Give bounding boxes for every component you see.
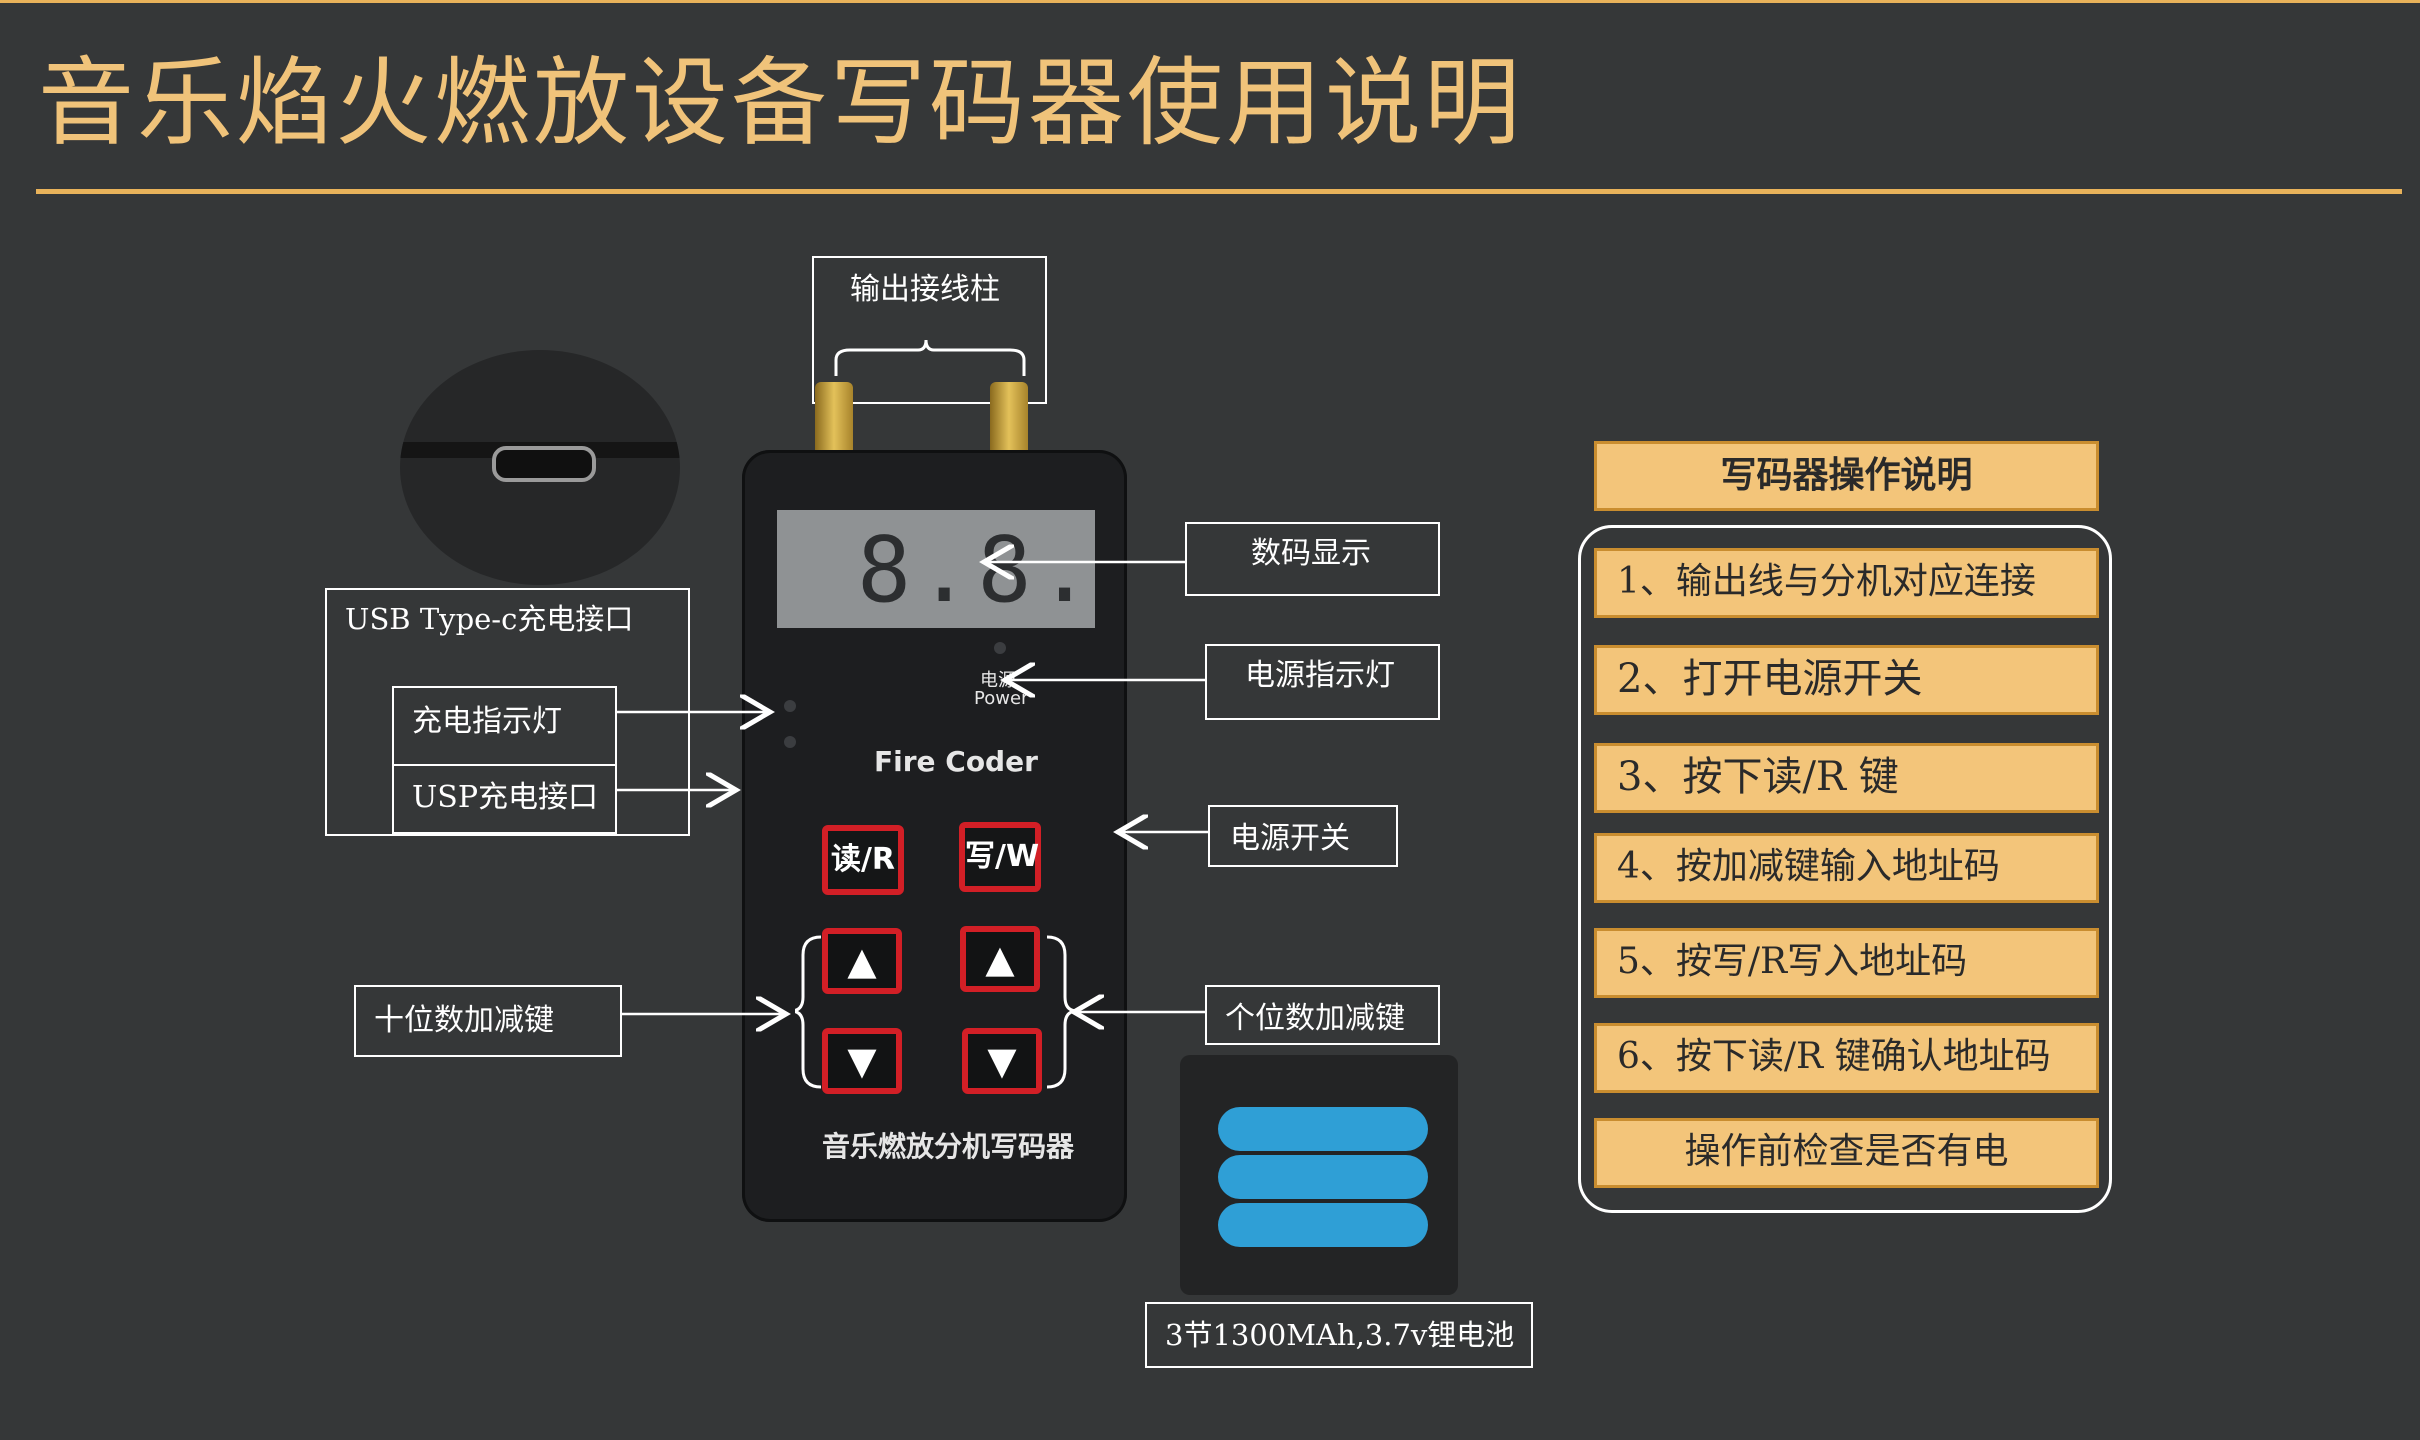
instructions-heading: 写码器操作说明 — [1594, 441, 2099, 511]
charge-indicator-label: 充电指示灯 — [412, 704, 562, 739]
output-terminals-label: 输出接线柱 — [850, 272, 1000, 307]
instruction-step-1: 1、输出线与分机对应连接 — [1594, 548, 2099, 618]
battery-cell-3 — [1218, 1203, 1428, 1247]
digital-display-callout: 数码显示 — [1185, 522, 1440, 596]
display-digits: 8.8. — [857, 518, 1098, 623]
tens-keys-label: 十位数加减键 — [374, 1003, 554, 1038]
battery-cell-2 — [1218, 1155, 1428, 1199]
coder-device: 8.8. 电源 Power Fire Coder 读/R 写/W ▲ ▲ ▼ ▼… — [742, 450, 1127, 1222]
usb-c-port-icon — [492, 446, 596, 482]
battery-label: 3节1300MAh,3.7v锂电池 — [1165, 1318, 1515, 1352]
ones-up-button[interactable]: ▲ — [960, 926, 1040, 992]
battery-callout: 3节1300MAh,3.7v锂电池 — [1145, 1302, 1533, 1368]
instructions-panel — [1578, 525, 2112, 1213]
usp-charge-label: USP充电接口 — [412, 780, 599, 815]
write-button[interactable]: 写/W — [959, 822, 1041, 892]
ones-keys-label: 个位数加减键 — [1225, 1001, 1405, 1036]
device-name-plate: 音乐燃放分机写码器 — [822, 1130, 1075, 1163]
output-terminals-callout: 输出接线柱 — [812, 256, 1047, 404]
battery-pack — [1180, 1055, 1458, 1295]
instruction-step-6: 6、按下读/R 键确认地址码 — [1594, 1023, 2099, 1093]
title-underline — [36, 189, 2402, 194]
instruction-note: 操作前检查是否有电 — [1594, 1118, 2099, 1188]
digital-display: 8.8. — [777, 510, 1095, 628]
tens-keys-callout: 十位数加减键 — [354, 985, 622, 1057]
usp-charge-callout: USP充电接口 — [392, 764, 617, 834]
digital-display-label: 数码显示 — [1251, 536, 1371, 571]
brand-label: Fire Coder — [874, 745, 1038, 778]
output-terminal-left — [815, 382, 853, 460]
instruction-step-4: 4、按加减键输入地址码 — [1594, 833, 2099, 903]
charge-led-1 — [784, 700, 796, 712]
instruction-step-3: 3、按下读/R 键 — [1594, 743, 2099, 813]
tens-down-button[interactable]: ▼ — [822, 1028, 902, 1094]
ones-down-button[interactable]: ▼ — [962, 1028, 1042, 1094]
terminal-brace — [834, 339, 1026, 376]
power-indicator-label: 电源指示灯 — [1245, 658, 1395, 693]
usb-charging-callout: USB Type-c充电接口 — [325, 588, 690, 836]
ones-brace — [1046, 935, 1075, 1089]
power-led — [994, 642, 1006, 654]
instruction-step-5: 5、按写/R写入地址码 — [1594, 928, 2099, 998]
usb-c-port-photo — [400, 350, 680, 585]
top-accent-line — [0, 0, 2420, 3]
instruction-step-2: 2、打开电源开关 — [1594, 645, 2099, 715]
page-title: 音乐焰火燃放设备写码器使用说明 — [38, 47, 1523, 159]
power-switch-callout: 电源开关 — [1208, 805, 1398, 867]
charge-led-2 — [784, 736, 796, 748]
usb-charging-label: USB Type-c充电接口 — [345, 602, 634, 636]
power-indicator-callout: 电源指示灯 — [1205, 644, 1440, 720]
power-switch-label: 电源开关 — [1230, 821, 1350, 856]
ones-keys-callout: 个位数加减键 — [1205, 985, 1440, 1045]
output-terminal-right — [990, 382, 1028, 460]
battery-cell-1 — [1218, 1107, 1428, 1151]
tens-brace — [795, 935, 822, 1089]
read-button[interactable]: 读/R — [822, 825, 904, 895]
tens-up-button[interactable]: ▲ — [822, 928, 902, 994]
